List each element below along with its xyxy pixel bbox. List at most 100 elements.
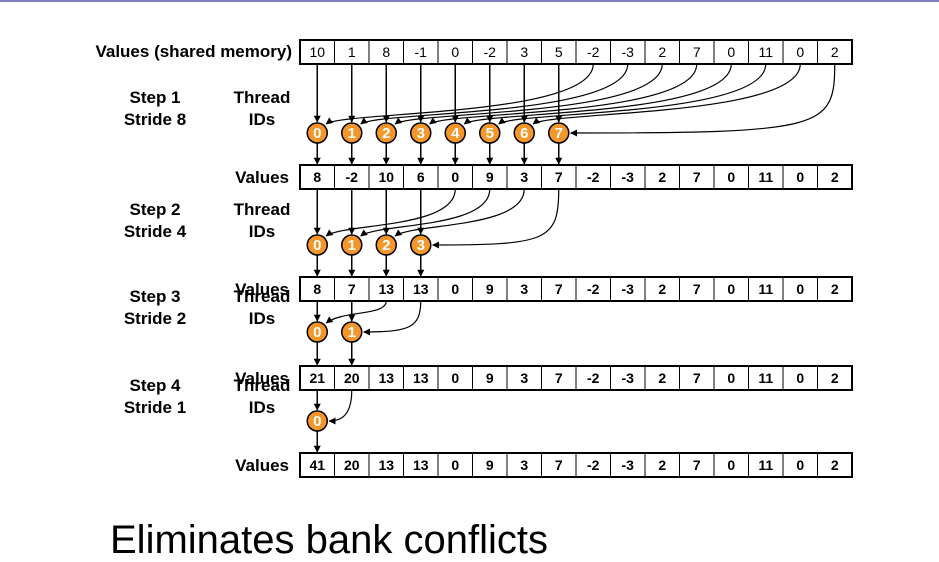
stride-label: Stride 8	[124, 110, 186, 129]
values-label: Values	[235, 456, 289, 475]
value-cell: 0	[727, 44, 735, 60]
value-cell: 11	[758, 457, 773, 473]
value-cell: -3	[622, 44, 635, 60]
thread-id-text: 1	[348, 237, 356, 254]
thread-circle-shape	[410, 234, 432, 256]
thread-id-text: 0	[313, 413, 321, 430]
thread-circle-shape	[341, 321, 363, 343]
value-rows: 1 0 1 8 -1 0 -2 3 5 -2 -3 2 7 0 11 0 2 8 -2 1 0 6 0 9 3 7 -2 -3 2 7 0 1…	[299, 39, 853, 478]
thread-id-circle: 4	[444, 122, 466, 144]
thread-id-circle: 0	[306, 410, 328, 432]
value-cell: 2	[658, 44, 666, 60]
thread-circle-shape	[306, 321, 328, 343]
value-cell: 3	[520, 44, 528, 60]
value-cell: 7	[555, 370, 563, 386]
value-cell: 21	[309, 370, 325, 386]
value-cell: 0	[451, 370, 459, 386]
thread-id-circle: 2	[375, 234, 397, 256]
value-cell: 0	[796, 370, 804, 386]
value-cell: -3	[622, 169, 635, 185]
value-cell: 13	[413, 370, 429, 386]
value-cell: -1	[415, 44, 428, 60]
strided-read-arrow	[429, 63, 698, 125]
strided-read-arrow	[394, 63, 663, 125]
thread-id-text: 0	[313, 125, 321, 142]
thread-id-circle: 2	[375, 122, 397, 144]
value-cell: 2	[831, 281, 839, 297]
values-label: Values	[235, 369, 289, 388]
thread-circle-shape	[444, 122, 466, 144]
ids-label: IDs	[249, 398, 275, 417]
thread-circle-shape	[341, 234, 363, 256]
value-cell: 6	[417, 169, 425, 185]
value-cell: 8	[313, 281, 321, 297]
value-cell: -2	[587, 44, 600, 60]
thread-label: Thread	[234, 200, 291, 219]
strided-read-arrow	[325, 300, 387, 324]
value-cell: 0	[727, 457, 735, 473]
thread-label: Thread	[234, 287, 291, 306]
value-cell: 7	[693, 281, 701, 297]
value-cell: 2	[658, 169, 666, 185]
value-cell: 1	[348, 44, 356, 60]
top-rule	[0, 0, 939, 2]
thread-circle-shape	[306, 122, 328, 144]
value-cell: 7	[693, 169, 701, 185]
strided-read-arrow	[325, 63, 594, 125]
thread-id-circle: 1	[341, 321, 363, 343]
value-cell: 13	[378, 457, 394, 473]
strided-read-arrow	[570, 63, 836, 137]
value-cell: 41	[309, 457, 325, 473]
thread-circle-shape	[306, 410, 328, 432]
value-cell: 2	[658, 457, 666, 473]
thread-id-circle: 5	[479, 122, 501, 144]
value-cell: 7	[555, 457, 563, 473]
value-cell: 0	[727, 281, 735, 297]
value-cell: 3	[520, 281, 528, 297]
thread-circle-shape	[375, 234, 397, 256]
footer-text: Eliminates bank conflicts	[110, 518, 548, 562]
thread-id-text: 0	[313, 237, 321, 254]
step-label: Step 1	[129, 88, 180, 107]
value-cell: 8	[313, 169, 321, 185]
strided-read-arrow	[363, 300, 422, 336]
value-cell: 7	[555, 169, 563, 185]
value-cell: 0	[451, 281, 459, 297]
value-cell: 2	[658, 370, 666, 386]
thread-id-text: 3	[417, 125, 425, 142]
value-cell: 2	[831, 370, 839, 386]
value-cell: -3	[622, 457, 635, 473]
strided-read-arrow	[432, 188, 560, 249]
value-cell: 7	[555, 281, 563, 297]
thread-circle-shape	[513, 122, 535, 144]
thread-circle-shape	[479, 122, 501, 144]
thread-id-text: 0	[313, 324, 321, 341]
thread-id-circle: 1	[341, 234, 363, 256]
thread-id-text: 4	[451, 125, 460, 142]
value-cell: 5	[555, 44, 563, 60]
value-cell: 7	[693, 44, 701, 60]
value-cell: -2	[587, 169, 600, 185]
value-cell: 11	[758, 169, 773, 185]
value-cell: 9	[486, 281, 494, 297]
value-cell: -3	[622, 370, 635, 386]
thread-id-circle: 6	[513, 122, 535, 144]
value-cell: -2	[484, 44, 497, 60]
ids-label: IDs	[249, 110, 275, 129]
value-cell: 9	[486, 370, 494, 386]
values-label: Values	[235, 168, 289, 187]
values-label: Values	[235, 280, 289, 299]
thread-id-circle: 0	[306, 234, 328, 256]
value-cell: 0	[451, 44, 459, 60]
value-cell: 0	[727, 169, 735, 185]
value-cell: -2	[346, 169, 359, 185]
values-shared-memory-label: Values (shared memory)	[95, 42, 292, 61]
reduction-arrows	[313, 63, 836, 453]
value-cell: 0	[451, 169, 459, 185]
